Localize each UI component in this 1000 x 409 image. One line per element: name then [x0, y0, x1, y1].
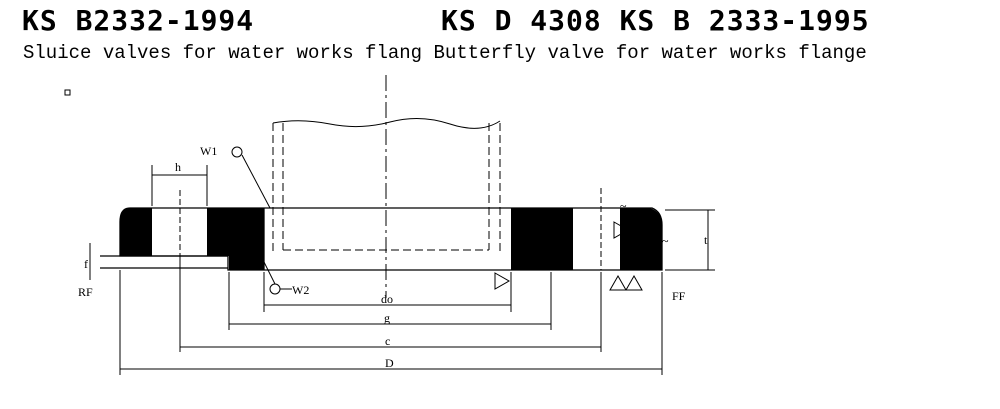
weld-w2-leader-diag: [263, 261, 276, 285]
surface-finish-symbols: [494, 221, 643, 291]
description-line: Sluice valves for water works flang Butt…: [23, 42, 867, 64]
tilde-mark-side: ~: [662, 234, 669, 248]
label-c: c: [385, 334, 390, 348]
label-rf: RF: [78, 285, 93, 299]
flange-body: [100, 207, 663, 271]
weld-w2-symbol: [269, 283, 281, 295]
label-g: g: [384, 311, 390, 325]
label-t: t: [704, 233, 708, 247]
flange-section-fill: [120, 208, 662, 270]
label-do: do: [381, 292, 393, 306]
dimension-do: [263, 272, 512, 312]
weld-w1-leader: [241, 154, 271, 209]
label-D: D: [385, 356, 394, 370]
bolt-hole-lines: [179, 188, 602, 270]
dimension-c: [179, 256, 602, 352]
standard-title-right: KS D 4308 KS B 2333-1995: [441, 4, 870, 37]
dimension-t: [665, 209, 715, 271]
small-marker: [64, 89, 71, 96]
label-h: h: [175, 160, 181, 174]
tilde-mark-top: ~: [620, 199, 627, 213]
label-f: f: [84, 257, 88, 271]
dimension-h: [151, 165, 208, 206]
dimension-D: [119, 270, 663, 375]
dimension-g: [228, 272, 552, 330]
label-w2: W2: [292, 283, 309, 297]
label-ff: FF: [672, 289, 686, 303]
weld-w1-symbol: [231, 146, 243, 158]
label-w1: W1: [200, 144, 217, 158]
standard-title-left: KS B2332-1994: [22, 4, 255, 37]
